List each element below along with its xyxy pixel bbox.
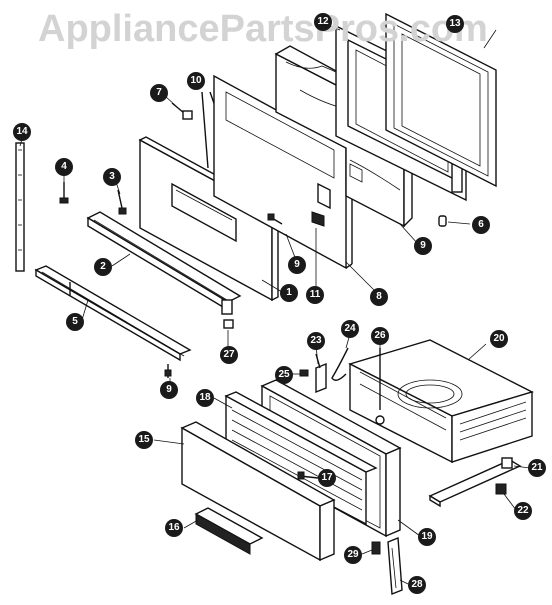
callout-4: 4: [55, 158, 73, 176]
callout-23: 22: [514, 502, 532, 520]
part-2-rail: [86, 211, 242, 315]
callout-2: 2: [94, 258, 112, 276]
part-9-screw-lower: [164, 364, 172, 378]
part-4-screw: [59, 182, 69, 204]
callout-3: 3: [103, 168, 121, 186]
callout-18: 17: [318, 469, 336, 487]
part-5-rail: [34, 265, 192, 362]
callout-11: 10: [187, 72, 205, 90]
part-23-cap: [495, 483, 507, 495]
callout-9-upper: 9: [288, 256, 306, 274]
callout-20: 19: [418, 528, 436, 546]
part-9-screw-upper: [267, 213, 283, 225]
callout-26: 25: [275, 366, 293, 384]
callout-30: 29: [344, 546, 362, 564]
callout-6: 6: [472, 216, 490, 234]
part-29-strip: [387, 536, 403, 596]
callout-15: 14: [13, 123, 31, 141]
part-15-strip: [15, 142, 25, 272]
part-21-drawer-body: [348, 339, 534, 464]
callout-9-lower: 9: [160, 381, 178, 399]
callout-27: 26: [371, 327, 389, 345]
part-6-clip: [438, 215, 447, 227]
callout-17: 16: [165, 519, 183, 537]
part-12-hinge: [311, 211, 325, 227]
callout-5: 5: [66, 313, 84, 331]
part-22-slide-rail: [428, 457, 522, 508]
part-30-clip: [371, 541, 381, 555]
part-19-drawer-insert: [224, 391, 378, 526]
part-26-screw: [299, 369, 309, 377]
callout-25: 24: [341, 320, 359, 338]
callout-13: 12: [314, 13, 332, 31]
callout-29: 28: [408, 576, 426, 594]
callout-8: 8: [370, 288, 388, 306]
callout-10: 9: [414, 237, 432, 255]
part-25-wire: [331, 347, 349, 381]
callout-12: 11: [306, 286, 324, 304]
part-16-drawer-front: [180, 421, 336, 562]
part-18-screw: [297, 471, 319, 480]
callout-24: 23: [307, 332, 325, 350]
part-3-screw: [117, 189, 127, 215]
callout-21: 20: [490, 330, 508, 348]
part-14-gasket: [385, 12, 497, 188]
callout-19: 18: [196, 389, 214, 407]
part-17-handle: [194, 507, 264, 555]
callout-1: 1: [280, 284, 298, 302]
callout-16: 15: [135, 431, 153, 449]
callout-22: 21: [528, 459, 546, 477]
callout-28: 27: [220, 346, 238, 364]
callout-7: 7: [150, 84, 168, 102]
callout-14: 13: [446, 15, 464, 33]
part-28-cap: [223, 319, 234, 329]
part-27-roller: [375, 348, 385, 425]
part-24-bracket: [315, 353, 327, 394]
